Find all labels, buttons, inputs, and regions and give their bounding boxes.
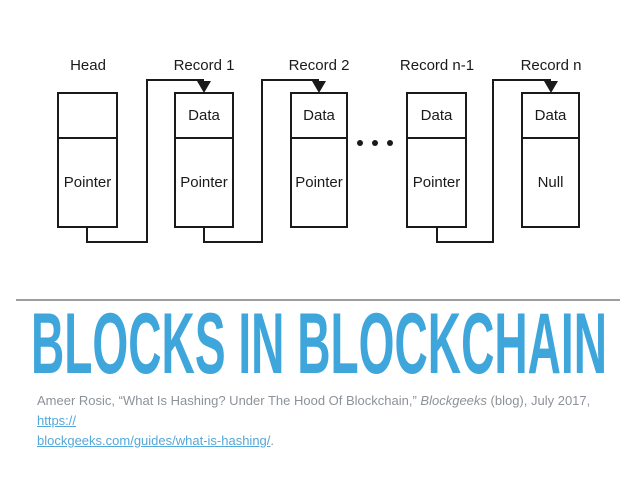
record-1-data-cell: Data (176, 94, 232, 139)
node-label-record-n1: Record n-1 (399, 57, 475, 74)
ellipsis-dot (387, 140, 393, 146)
connector-segment (261, 79, 319, 81)
citation-source-italic: Blockgeeks (420, 393, 487, 408)
section-divider (16, 299, 620, 301)
record-n1-data-cell: Data (408, 94, 465, 139)
connector-segment (146, 79, 204, 81)
connector-segment (261, 79, 263, 243)
node-label-record-n: Record n (520, 57, 582, 74)
ellipsis-dot (372, 140, 378, 146)
node-label-record-2: Record 2 (288, 57, 350, 74)
record-2-pointer-cell: Pointer (295, 174, 343, 191)
connector-segment (436, 228, 438, 243)
title-area: BLOCKS IN BLOCKCHAIN (31, 296, 607, 381)
citation-period: . (270, 433, 275, 448)
connector-segment (86, 228, 88, 243)
citation-link[interactable]: https:// (37, 413, 77, 428)
connector-segment (146, 79, 148, 243)
ellipsis-dot (357, 140, 363, 146)
page-title: BLOCKS IN BLOCKCHAIN (31, 296, 607, 381)
record-n-data-cell: Data (523, 94, 578, 139)
arrow-down-icon (197, 81, 211, 93)
connector-segment (492, 79, 551, 81)
node-box-record-1: Data Pointer (174, 92, 234, 228)
arrow-down-icon (312, 81, 326, 93)
citation-text: Ameer Rosic, “What Is Hashing? Under The… (37, 393, 421, 408)
citation-link[interactable]: blockgeeks.com/guides/what-is-hashing/ (37, 433, 271, 448)
node-label-head: Head (70, 57, 106, 74)
citation-line-2: blockgeeks.com/guides/what-is-hashing/. (37, 431, 617, 451)
node-box-record-2: Data Pointer (290, 92, 348, 228)
node-label-record-1: Record 1 (173, 57, 235, 74)
node-box-record-n1: Data Pointer (406, 92, 467, 228)
citation: Ameer Rosic, “What Is Hashing? Under The… (37, 391, 617, 451)
citation-line-1: Ameer Rosic, “What Is Hashing? Under The… (37, 391, 617, 431)
record-1-pointer-cell: Pointer (180, 174, 228, 191)
node-box-head: Pointer (57, 92, 118, 228)
citation-text: (blog), July 2017, (486, 393, 591, 408)
head-pointer-cell: Pointer (63, 174, 112, 191)
connector-segment (203, 228, 205, 243)
head-empty-cell (59, 94, 116, 139)
record-n1-pointer-cell: Pointer (412, 174, 461, 191)
connector-segment (436, 241, 494, 243)
arrow-down-icon (544, 81, 558, 93)
node-box-record-n: Data Null (521, 92, 580, 228)
connector-segment (203, 241, 263, 243)
connector-segment (492, 79, 494, 243)
record-2-data-cell: Data (292, 94, 346, 139)
record-n-null-cell: Null (537, 174, 564, 191)
connector-segment (86, 241, 148, 243)
